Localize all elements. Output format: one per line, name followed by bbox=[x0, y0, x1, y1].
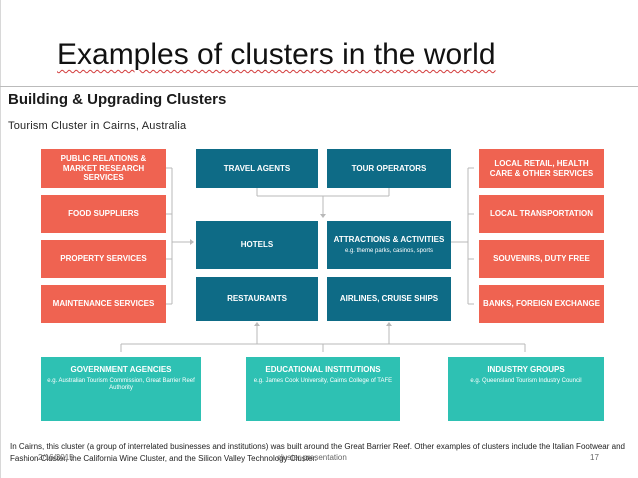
box-label: EDUCATIONAL INSTITUTIONS bbox=[265, 365, 381, 374]
box-maintenance-services: MAINTENANCE SERVICES bbox=[41, 285, 166, 323]
box-banks-foreign-exchange: BANKS, FOREIGN EXCHANGE bbox=[479, 285, 604, 323]
box-label: BANKS, FOREIGN EXCHANGE bbox=[483, 299, 600, 309]
box-label: MAINTENANCE SERVICES bbox=[52, 299, 155, 309]
box-label: GOVERNMENT AGENCIES bbox=[70, 365, 172, 374]
box-government-agencies: GOVERNMENT AGENCIES e.g. Australian Tour… bbox=[41, 357, 201, 421]
box-label: INDUSTRY GROUPS bbox=[487, 365, 565, 374]
box-souvenirs-duty-free: SOUVENIRS, DUTY FREE bbox=[479, 240, 604, 278]
box-label: PUBLIC RELATIONS & MARKET RESEARCH SERVI… bbox=[60, 154, 147, 183]
box-restaurants: RESTAURANTS bbox=[196, 277, 318, 321]
box-attractions-activities: ATTRACTIONS & ACTIVITIES e.g. theme park… bbox=[327, 221, 451, 269]
box-tour-operators: TOUR OPERATORS bbox=[327, 149, 451, 188]
box-public-relations: PUBLIC RELATIONS & MARKET RESEARCH SERVI… bbox=[41, 149, 166, 188]
box-label: LOCAL RETAIL, HEALTH CARE & OTHER SERVIC… bbox=[489, 158, 594, 178]
box-label: SOUVENIRS, DUTY FREE bbox=[493, 254, 590, 264]
box-label: HOTELS bbox=[240, 240, 274, 250]
diagram-heading: Building & Upgrading Clusters bbox=[8, 91, 227, 108]
box-label: PROPERTY SERVICES bbox=[60, 254, 147, 264]
box-food-suppliers: FOOD SUPPLIERS bbox=[41, 195, 166, 233]
box-hotels: HOTELS bbox=[196, 221, 318, 269]
box-local-transportation: LOCAL TRANSPORTATION bbox=[479, 195, 604, 233]
box-industry-groups: INDUSTRY GROUPS e.g. Queensland Tourism … bbox=[448, 357, 604, 421]
slide-title: Examples of clusters in the world bbox=[57, 38, 496, 71]
box-label: AIRLINES, CRUISE SHIPS bbox=[339, 294, 439, 304]
diagram-caption: In Cairns, this cluster (a group of inte… bbox=[10, 442, 625, 464]
box-local-retail: LOCAL RETAIL, HEALTH CARE & OTHER SERVIC… bbox=[479, 149, 604, 188]
box-label: FOOD SUPPLIERS bbox=[68, 209, 139, 219]
box-educational-institutions: EDUCATIONAL INSTITUTIONS e.g. James Cook… bbox=[246, 357, 400, 421]
box-note: e.g. Queensland Tourism Industry Council bbox=[470, 377, 582, 384]
box-property-services: PROPERTY SERVICES bbox=[41, 240, 166, 278]
box-travel-agents: TRAVEL AGENTS bbox=[196, 149, 318, 188]
box-note: e.g. Australian Tourism Commission, Grea… bbox=[47, 377, 195, 391]
box-label: RESTAURANTS bbox=[227, 294, 287, 304]
title-divider bbox=[0, 86, 638, 87]
footer-page-number: 17 bbox=[590, 453, 599, 462]
box-label: LOCAL TRANSPORTATION bbox=[489, 209, 594, 219]
box-airlines-cruise-ships: AIRLINES, CRUISE SHIPS bbox=[327, 277, 451, 321]
box-label: TOUR OPERATORS bbox=[351, 163, 427, 173]
diagram-subheading: Tourism Cluster in Cairns, Australia bbox=[8, 120, 187, 132]
box-note: e.g. theme parks, casinos, sports bbox=[344, 247, 434, 254]
box-note: e.g. James Cook University, Cairns Colle… bbox=[253, 377, 393, 384]
box-label: ATTRACTIONS & ACTIVITIES bbox=[333, 235, 445, 245]
footer-title: cluster presentation bbox=[277, 453, 347, 462]
box-label: TRAVEL AGENTS bbox=[223, 163, 291, 173]
footer-date: 2/16/2015 bbox=[38, 453, 74, 462]
